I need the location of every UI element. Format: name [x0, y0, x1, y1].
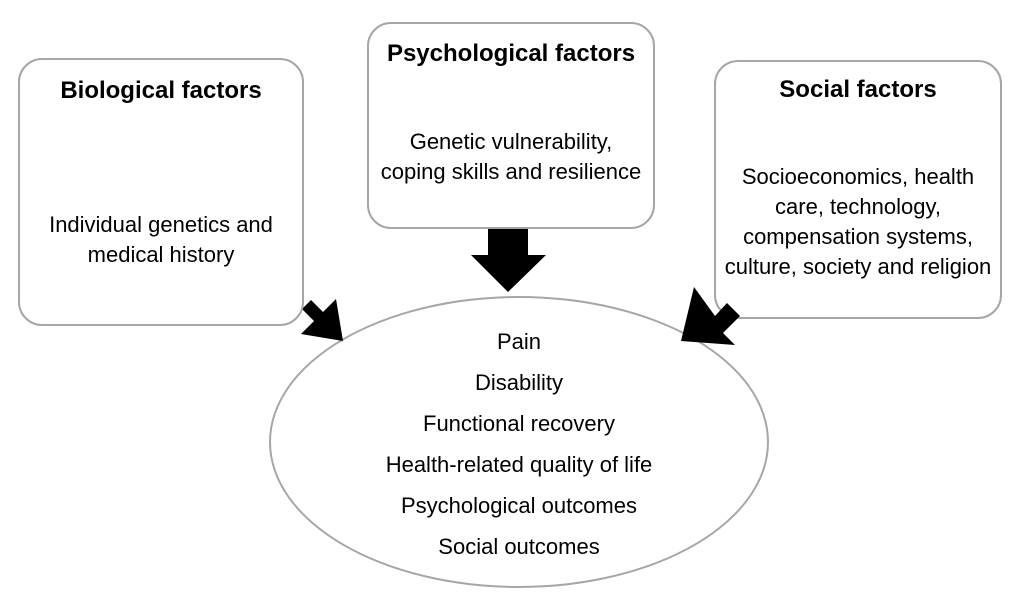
psychological-factors-box: Psychological factors Genetic vulnerabil… [367, 22, 655, 229]
biological-factors-title: Biological factors [60, 77, 262, 104]
outcomes-ellipse [269, 296, 769, 588]
social-factors-box: Social factors Socioeconomics, health ca… [714, 60, 1002, 319]
social-factors-text: Socioeconomics, health care, technology,… [724, 164, 992, 279]
biological-factors-text: Individual genetics and medical history [49, 212, 273, 267]
psychological-factors-title: Psychological factors [386, 40, 636, 67]
social-factors-title: Social factors [779, 76, 937, 103]
psychological-to-outcomes-arrow-icon [471, 228, 546, 292]
outcome-item-quality-of-life: Health-related quality of life [385, 452, 653, 477]
psychological-factors-text: Genetic vulnerability, coping skills and… [380, 129, 642, 184]
outcomes-list: Pain Disability Functional recovery Heal… [269, 321, 769, 567]
social-to-outcomes-arrow-icon [681, 287, 744, 345]
biological-factors-box: Biological factors Individual genetics a… [18, 58, 304, 326]
outcome-item-disability: Disability [474, 370, 564, 395]
outcome-item-social-outcomes: Social outcomes [438, 534, 600, 559]
outcome-item-functional-recovery: Functional recovery [423, 411, 615, 436]
biological-to-outcomes-arrow-icon [294, 299, 343, 341]
outcome-item-pain: Pain [496, 329, 542, 354]
outcome-item-psychological-outcomes: Psychological outcomes [400, 493, 637, 518]
